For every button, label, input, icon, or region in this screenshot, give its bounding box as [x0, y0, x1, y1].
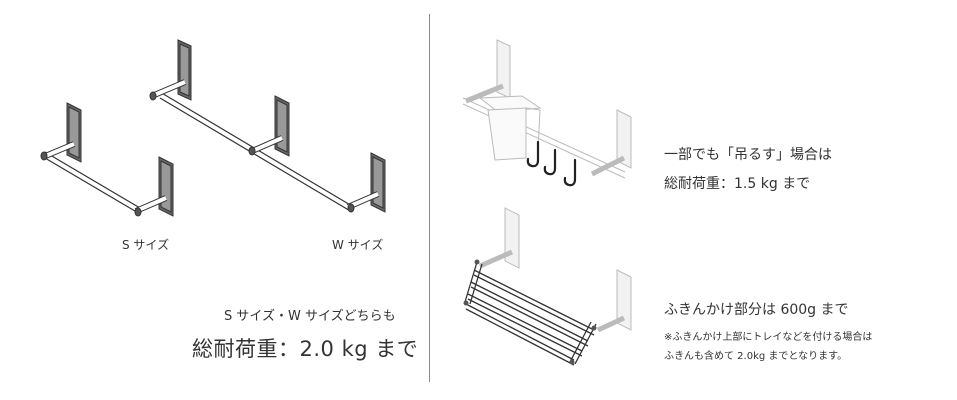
- s-size-bar-illustration: [40, 102, 174, 217]
- towel-rack-note-1: ※ふきんかけ上部にトレイなどを付ける場合は: [664, 332, 873, 343]
- hanging-condition: 一部でも「吊るす」場合は: [664, 147, 832, 163]
- hanging-illustration: [462, 39, 632, 179]
- towel-rack-capacity: ふきんかけ部分は 600g まで: [664, 302, 849, 318]
- towel-rack-note-2: ふきんも含めて 2.0kg までとなります。: [664, 351, 848, 362]
- left-capacity: 総耐荷重：2.0 kg まで: [192, 337, 419, 361]
- s-size-label: S サイズ: [122, 238, 170, 252]
- towel-rack-illustration: [463, 207, 632, 366]
- section-divider: [429, 14, 430, 382]
- hook-icons: [526, 140, 577, 187]
- w-size-bar-illustration: [149, 39, 386, 213]
- hanging-capacity: 総耐荷重：1.5 kg まで: [664, 176, 811, 192]
- both-sizes-note: S サイズ・W サイズどちらも: [224, 309, 396, 324]
- w-size-label: W サイズ: [332, 238, 384, 252]
